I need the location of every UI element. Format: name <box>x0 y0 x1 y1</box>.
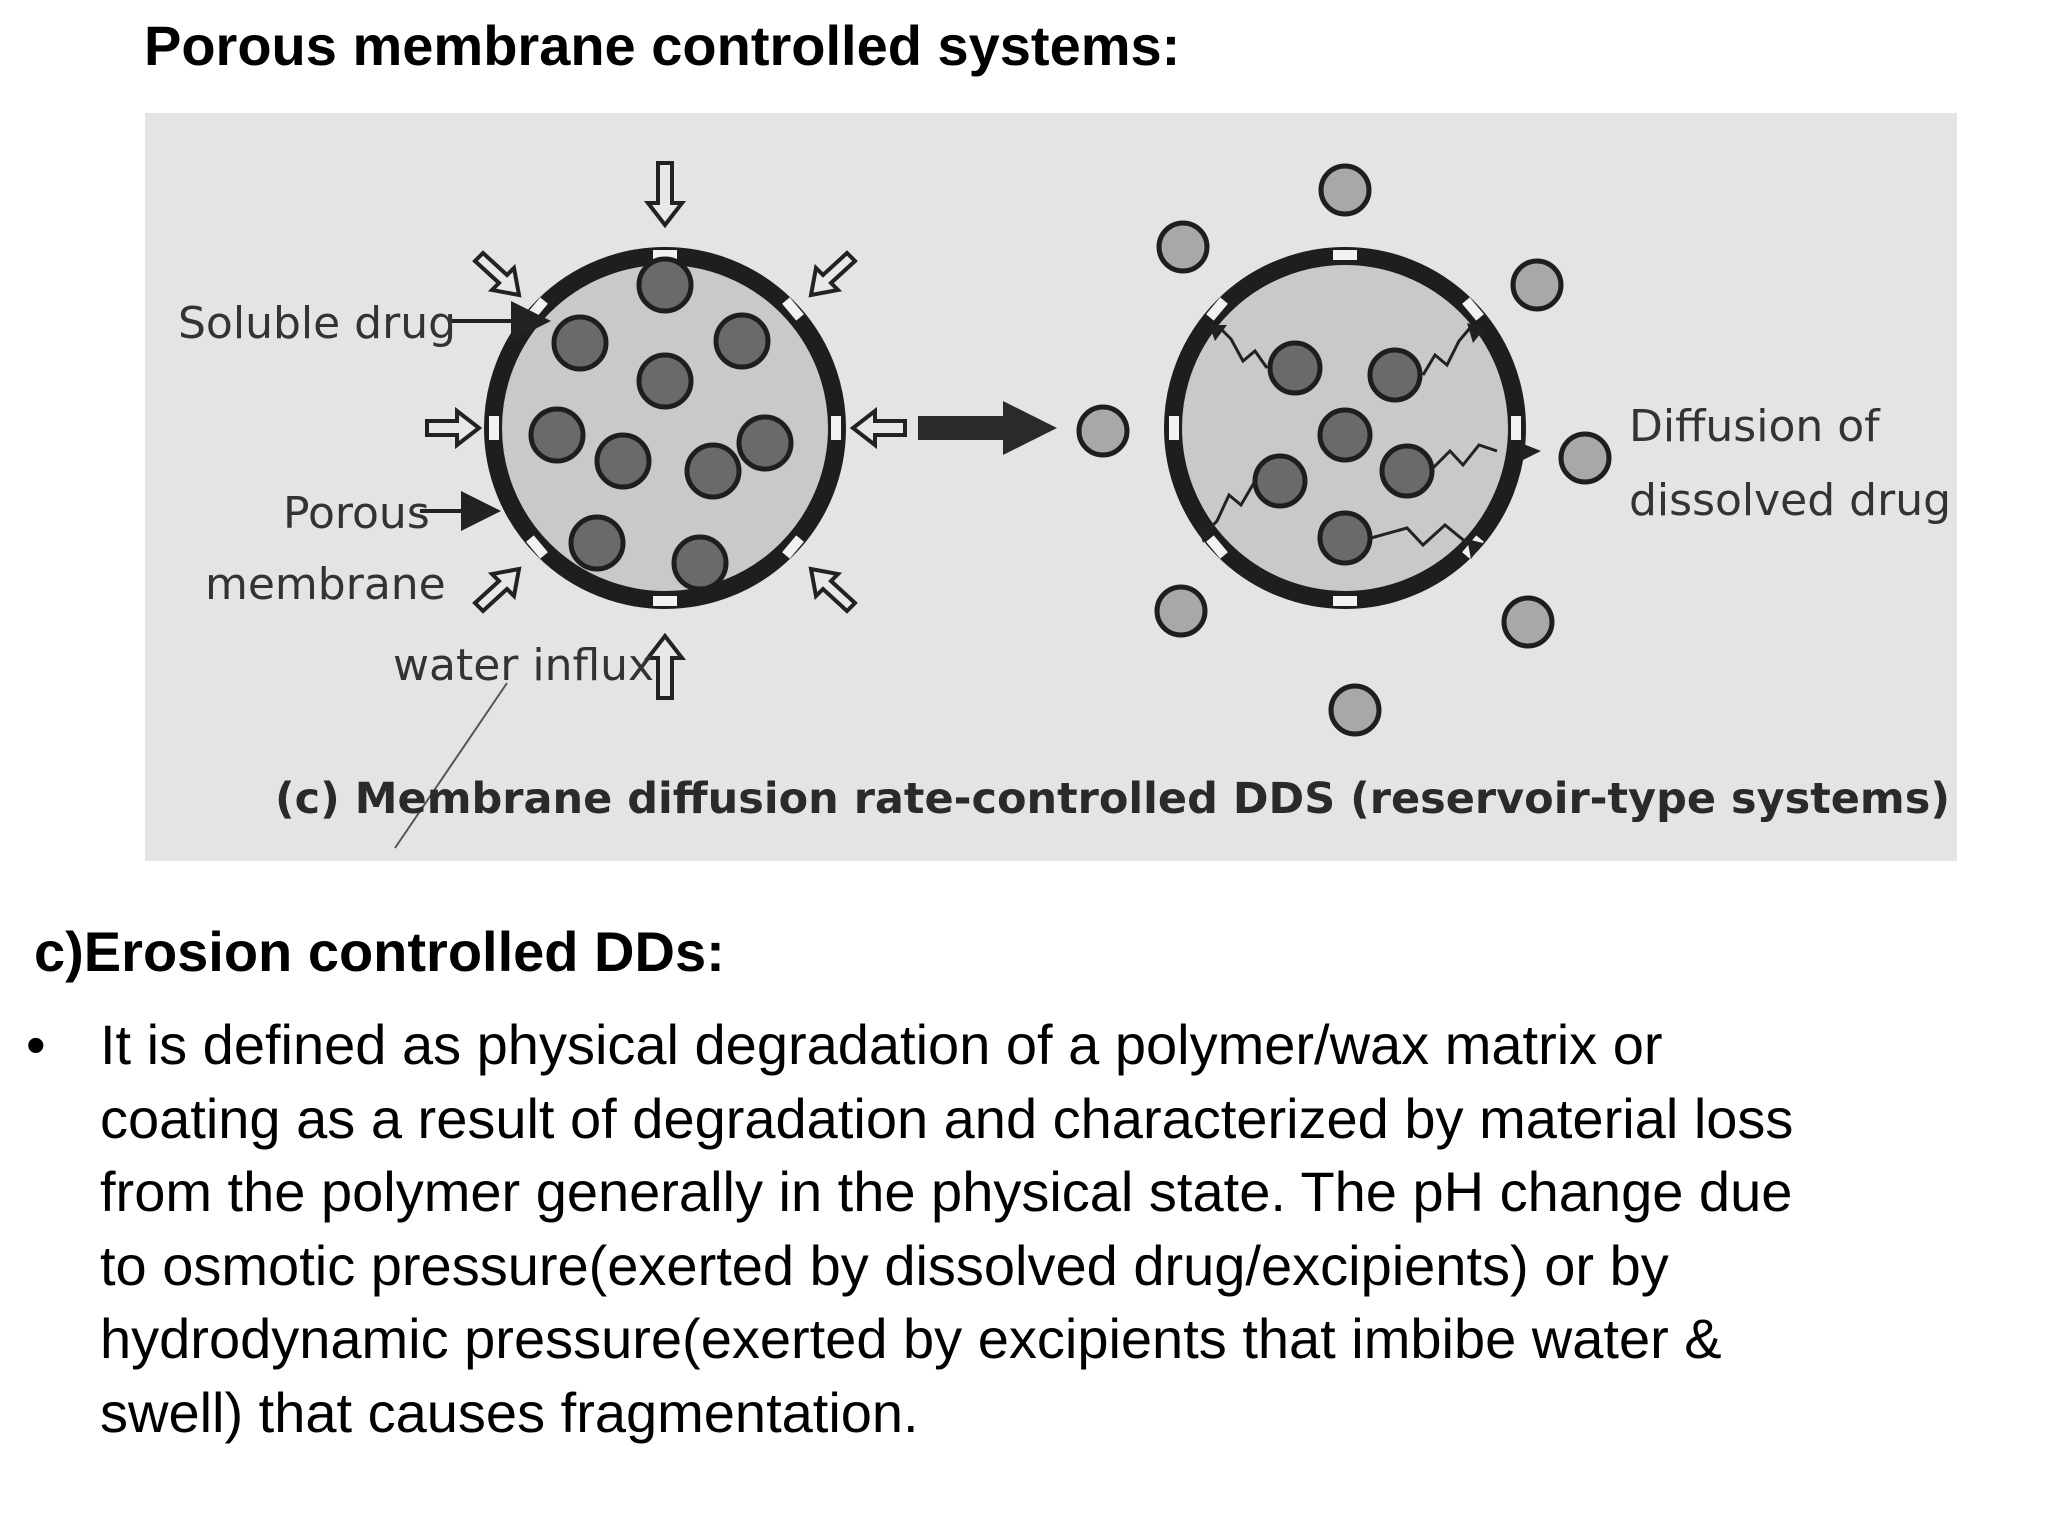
pore <box>653 250 677 260</box>
slide-title: Porous membrane controlled systems: <box>144 14 1181 77</box>
pore <box>831 416 841 440</box>
water-arrow-icon <box>643 632 687 700</box>
release-arrow-icon <box>1197 525 1213 543</box>
drug-particle <box>1267 340 1323 396</box>
water-arrow-icon <box>472 566 522 614</box>
diffusion-path <box>1421 327 1472 376</box>
drug-particle <box>1317 407 1373 463</box>
pore <box>526 535 548 559</box>
released-drug-particle <box>1328 683 1382 737</box>
release-arrow-icon <box>1521 443 1541 461</box>
released-drug-particle <box>1076 404 1130 458</box>
pore <box>489 416 499 440</box>
pore <box>782 297 804 321</box>
drug-particle <box>736 414 794 472</box>
release-arrow-icon <box>1209 325 1227 341</box>
bullet-text-line: swell) that causes fragmentation. <box>100 1380 919 1444</box>
transition-arrow-icon <box>918 401 1057 455</box>
label-dissolved-drug: dissolved drug <box>1629 475 1951 526</box>
water-arrow-icon <box>643 161 687 229</box>
drug-particle <box>713 312 771 370</box>
left-reservoir <box>394 161 907 849</box>
pore <box>1206 535 1228 559</box>
diffusion-path <box>1218 326 1269 369</box>
released-drug-particle <box>1501 595 1555 649</box>
released-drug-particle <box>1510 258 1564 312</box>
bullet-text-line: coating as a result of degradation and c… <box>100 1086 1794 1150</box>
membrane-diagram-figure: Soluble drug Porous membrane water influ… <box>145 113 1957 861</box>
bullet-text-line: to osmotic pressure(exerted by dissolved… <box>100 1233 1669 1297</box>
drug-particle <box>528 406 586 464</box>
bullet-list: • It is defined as physical degradation … <box>0 1008 2048 1449</box>
pore <box>1462 297 1484 321</box>
bullet-text-line: from the polymer generally in the physic… <box>100 1160 1793 1223</box>
label-water-influx: water influx <box>393 640 654 691</box>
drug-particle <box>568 514 626 572</box>
water-arrow-icon <box>425 406 483 450</box>
released-drug-particle <box>1156 220 1210 274</box>
release-arrow-icon <box>1467 323 1485 343</box>
drug-particle <box>1367 347 1423 403</box>
section-heading: c)Erosion controlled DDs: <box>34 920 725 983</box>
label-soluble-drug: Soluble drug <box>178 298 456 349</box>
membrane-diagram: Soluble drug Porous membrane water influ… <box>178 161 1951 849</box>
bullet-marker: • <box>26 1013 46 1076</box>
water-arrow-icon <box>472 250 522 298</box>
drug-particle <box>636 256 694 314</box>
pore <box>1169 416 1179 440</box>
pore <box>782 535 804 559</box>
drug-particle <box>1252 453 1308 509</box>
diffusion-path <box>1205 480 1257 533</box>
drug-particle <box>671 534 729 592</box>
drug-particle <box>1379 443 1435 499</box>
pore <box>1333 250 1357 260</box>
pore <box>1333 596 1357 606</box>
drug-particle <box>684 442 742 500</box>
caption-pointer-line <box>394 682 508 849</box>
bullet-text-line: hydrodynamic pressure(exerted by excipie… <box>100 1307 1722 1370</box>
figure-caption: (c) Membrane diffusion rate-controlled D… <box>275 774 1950 824</box>
right-reservoir <box>1076 163 1612 737</box>
drug-particle <box>636 352 694 410</box>
drug-particle <box>1317 510 1373 566</box>
drug-particle <box>551 314 609 372</box>
pore <box>653 596 677 606</box>
label-diffusion-of: Diffusion of <box>1629 401 1881 452</box>
released-drug-particle <box>1318 163 1372 217</box>
diffusion-path <box>1370 523 1468 548</box>
release-arrow-icon <box>1467 539 1483 559</box>
diffusion-path <box>1431 443 1498 470</box>
released-drug-particle <box>1154 584 1208 638</box>
drug-particle <box>594 432 652 490</box>
list-item: • It is defined as physical degradation … <box>0 1008 2020 1449</box>
label-membrane: membrane <box>205 559 446 610</box>
label-porous: Porous <box>283 488 430 539</box>
pore <box>1511 416 1521 440</box>
water-arrow-icon <box>808 566 858 614</box>
released-drug-particle <box>1558 431 1612 485</box>
bullet-text-line: It is defined as physical degradation of… <box>100 1013 1663 1076</box>
water-arrow-icon <box>808 250 858 298</box>
water-arrow-icon <box>849 406 907 450</box>
pore <box>1206 297 1228 321</box>
